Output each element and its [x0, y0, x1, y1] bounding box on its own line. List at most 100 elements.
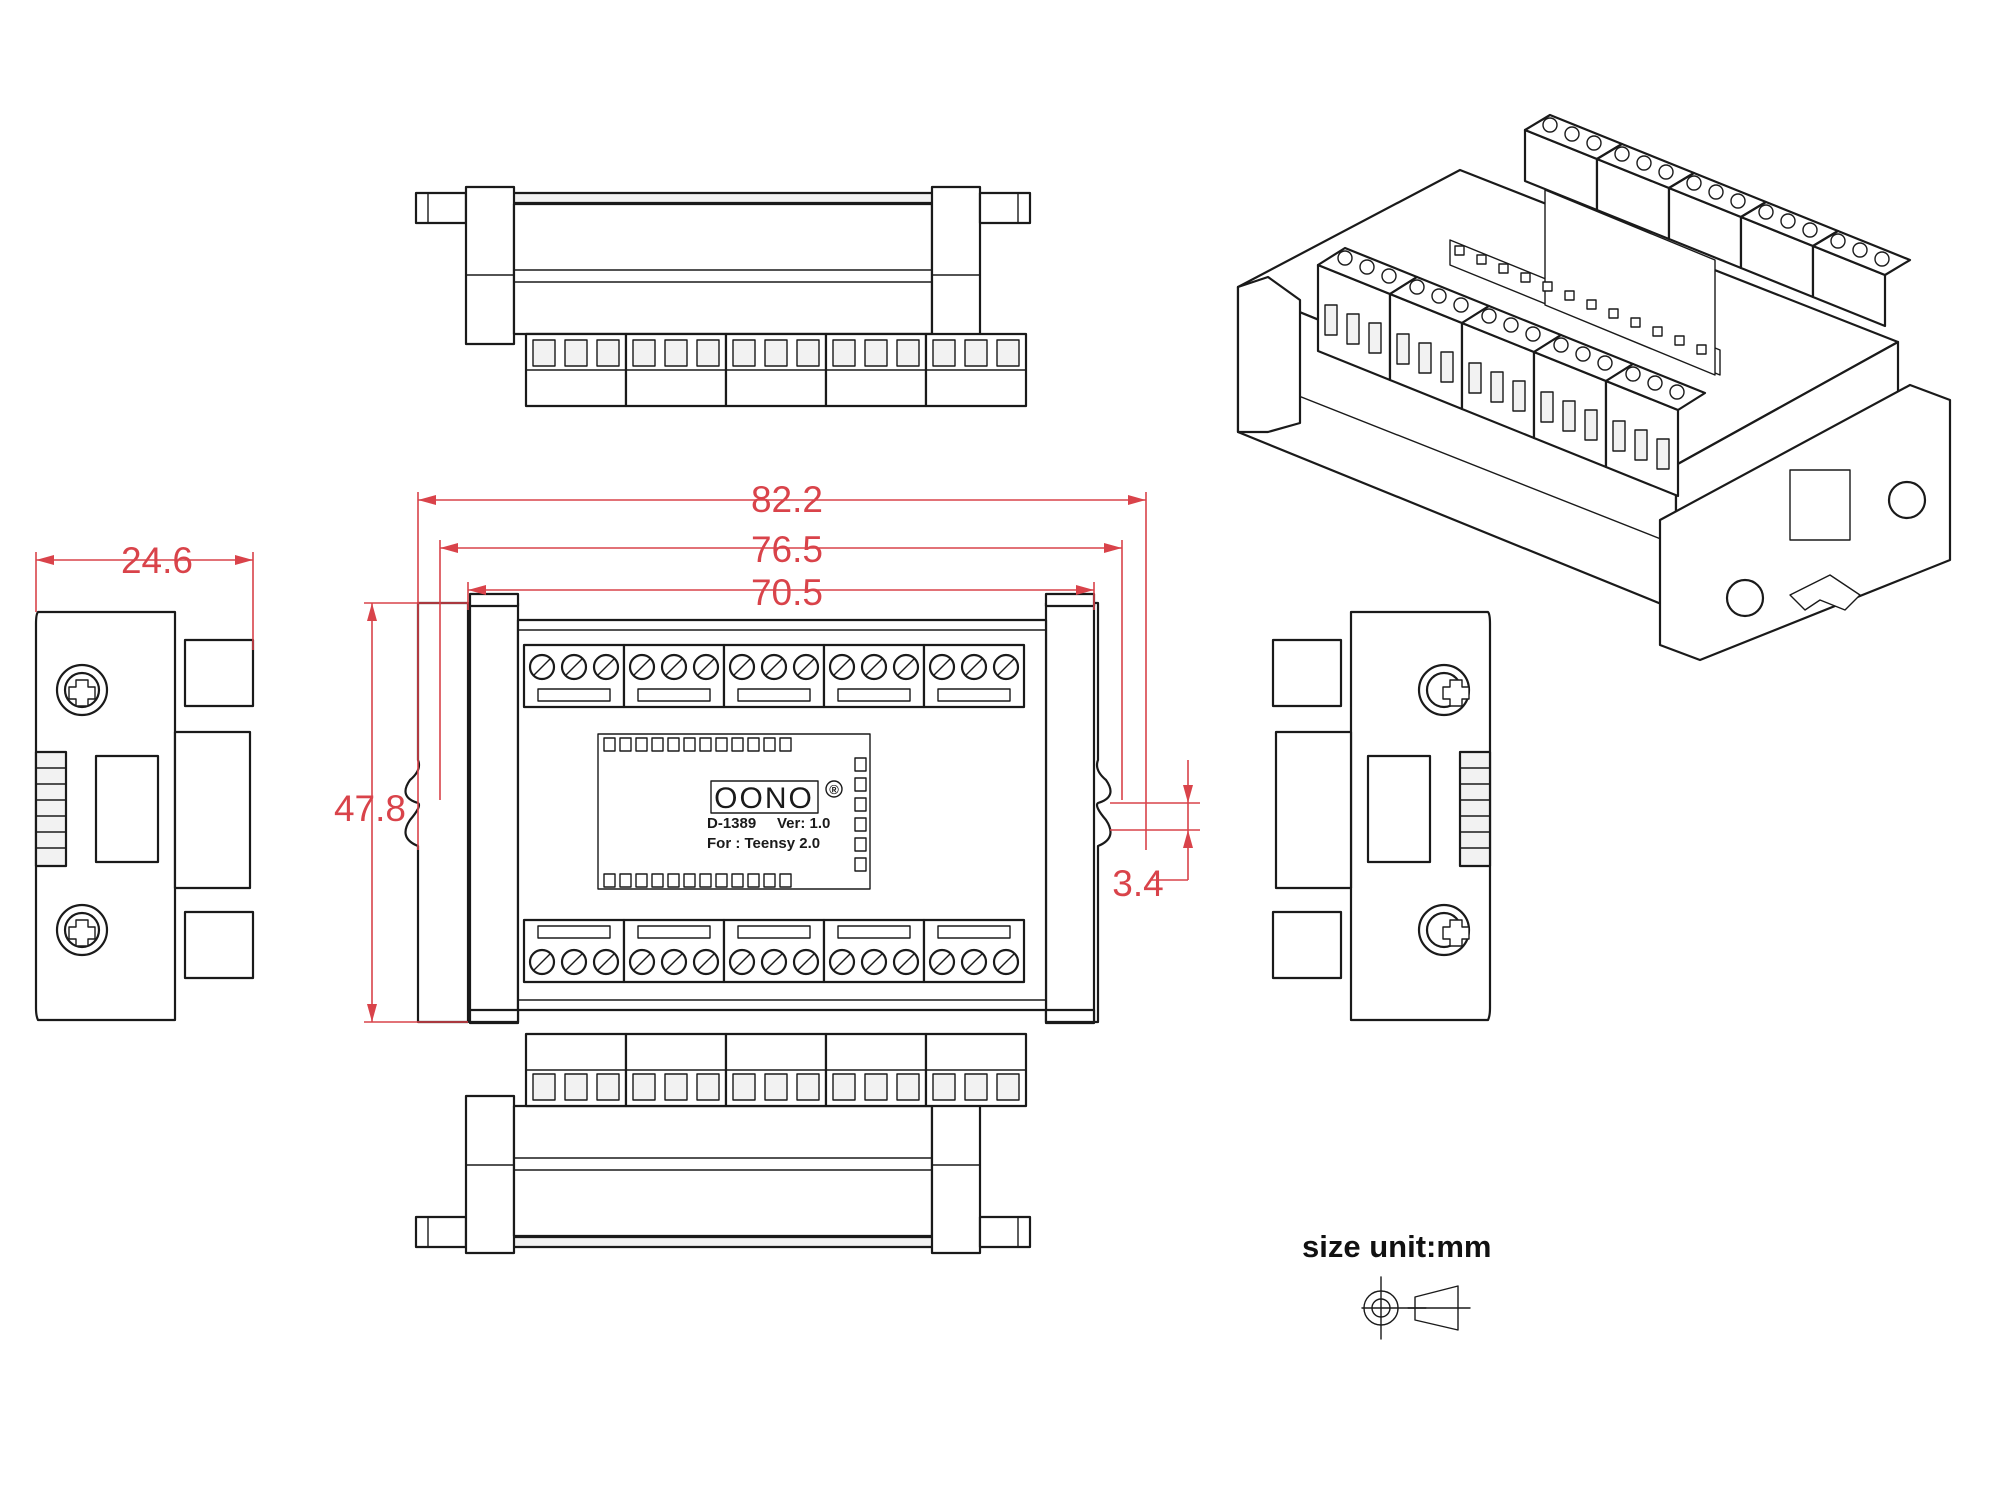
- header-pin: [635, 737, 648, 752]
- right-end-cap: [930, 185, 982, 346]
- view-left-side: [34, 610, 255, 1022]
- iso-left-cap: [1236, 275, 1302, 434]
- iso-screw-head: [1708, 184, 1724, 200]
- terminal-slot: [764, 1073, 788, 1101]
- iso-din-clip: [1789, 574, 1861, 611]
- iso-screw-head: [1337, 250, 1353, 266]
- teensy-header: [597, 733, 871, 890]
- terminal-slot: [832, 1073, 856, 1101]
- header-pin: [731, 873, 744, 888]
- pcb-registered-mark: ®: [829, 782, 839, 797]
- iso-screw: [1887, 480, 1927, 520]
- pcb-version-label: Ver: 1.0: [777, 815, 830, 832]
- lower-terminal-stub: [183, 910, 255, 980]
- upper-terminal-stub: [1271, 638, 1343, 708]
- terminal-slot: [564, 1073, 588, 1101]
- iso-front-terminals: [1316, 246, 1707, 498]
- iso-screw-head: [1503, 317, 1519, 333]
- iso-screw-head: [1553, 337, 1569, 353]
- terminal-slot: [632, 339, 656, 367]
- iso-screw-head: [1481, 308, 1497, 324]
- dim-depth: 24.6: [121, 540, 193, 581]
- header-pin: [667, 873, 680, 888]
- rail-grip: [34, 750, 68, 868]
- terminal-slot: [896, 339, 920, 367]
- dim-rail-width: 70.5: [751, 572, 823, 613]
- upper-terminal-stub: [183, 638, 255, 708]
- iso-screw-head: [1564, 126, 1580, 142]
- terminal-slot: [664, 339, 688, 367]
- terminal-slot: [864, 1073, 888, 1101]
- header-pin: [763, 737, 776, 752]
- iso-screw-head: [1758, 204, 1774, 220]
- header-pin: [854, 797, 867, 812]
- terminal-slot: [796, 1073, 820, 1101]
- header-pin: [715, 737, 728, 752]
- pcb-target-label: For : Teensy 2.0: [707, 835, 820, 852]
- header-pin: [715, 873, 728, 888]
- terminal-slot: [996, 339, 1020, 367]
- header-pin: [747, 873, 760, 888]
- pcb-logo: OONO ®: [710, 780, 843, 815]
- terminal-slot: [964, 1073, 988, 1101]
- header-pin: [763, 873, 776, 888]
- header-pin: [731, 737, 744, 752]
- terminal-slot: [532, 339, 556, 367]
- terminal-slot: [696, 339, 720, 367]
- pcb-edge: [1274, 730, 1353, 890]
- header-pin: [854, 777, 867, 792]
- top-rail-lip: [470, 1235, 944, 1249]
- iso-screw-head: [1431, 288, 1447, 304]
- terminal-slot: [732, 339, 756, 367]
- right-clip-tab: [978, 1215, 1032, 1249]
- left-clip-tab: [414, 1215, 468, 1249]
- iso-screw-head: [1586, 135, 1602, 151]
- header-pin: [699, 737, 712, 752]
- header-pin: [619, 873, 632, 888]
- iso-screw-head: [1730, 193, 1746, 209]
- projection-symbol: [1361, 1276, 1471, 1340]
- terminal-slot: [732, 1073, 756, 1101]
- view-isometric: [1236, 113, 1952, 662]
- header-pin: [651, 737, 664, 752]
- terminal-slot: [964, 339, 988, 367]
- header-pin: [854, 817, 867, 832]
- header-pin: [667, 737, 680, 752]
- iso-screw-head: [1625, 366, 1641, 382]
- right-clip-tab: [978, 191, 1032, 225]
- iso-screw-head: [1658, 164, 1674, 180]
- terminal-slot: [596, 1073, 620, 1101]
- dimension-lines: [35, 492, 1200, 1023]
- phillips-cross: [68, 919, 96, 947]
- dim-inner-width: 76.5: [751, 529, 823, 570]
- header-pin: [747, 737, 760, 752]
- terminal-slot: [896, 1073, 920, 1101]
- terminal-slot: [764, 339, 788, 367]
- view-front-plan: [404, 592, 1112, 1025]
- dim-height: 47.8: [334, 788, 406, 829]
- terminal-block-row: [524, 1032, 1028, 1108]
- terminal-slot: [996, 1073, 1020, 1101]
- teensy-footprint: [597, 733, 871, 890]
- top-rail-lip: [470, 191, 944, 205]
- terminal-slot: [596, 339, 620, 367]
- header-pin: [779, 737, 792, 752]
- terminal-slot: [796, 339, 820, 367]
- iso-screw-head: [1359, 259, 1375, 275]
- pcb-edge: [173, 730, 252, 890]
- iso-screw-head: [1874, 251, 1890, 267]
- iso-screw-head: [1597, 355, 1613, 371]
- left-end-cap: [464, 185, 516, 346]
- terminal-slot: [932, 339, 956, 367]
- iso-screw-head: [1686, 175, 1702, 191]
- header-pin: [683, 873, 696, 888]
- left-end-cap: [468, 601, 520, 1025]
- terminal-slot: [932, 1073, 956, 1101]
- iso-screw-head: [1830, 233, 1846, 249]
- dim-overall-width: 82.2: [751, 479, 823, 520]
- iso-back-terminals: [1523, 113, 1912, 328]
- terminal-slot: [832, 339, 856, 367]
- pcb-model-label: D-1389: [707, 815, 756, 832]
- header-pin: [699, 873, 712, 888]
